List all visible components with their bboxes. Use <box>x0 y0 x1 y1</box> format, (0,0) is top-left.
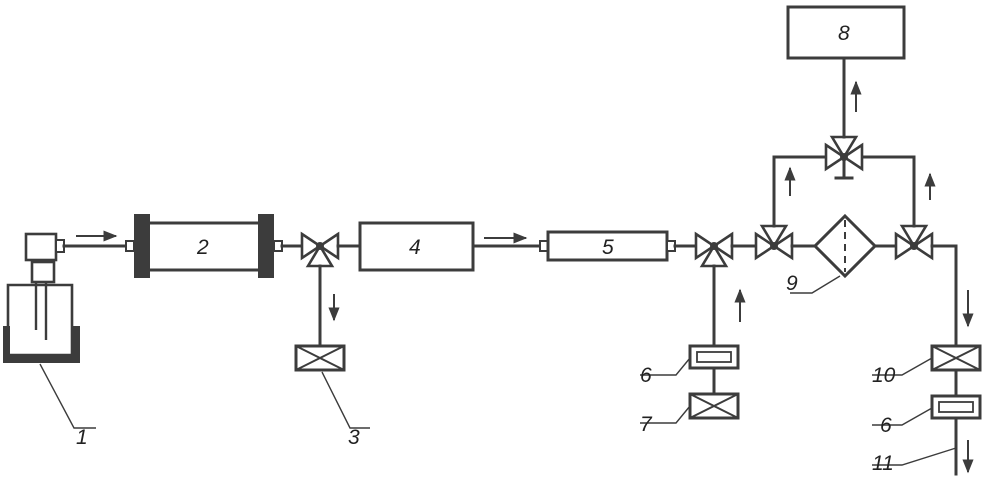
label-5: 5 <box>602 236 614 259</box>
unit-6-meter-left <box>688 344 740 370</box>
label-1: 1 <box>76 426 88 449</box>
three-way-valve-d <box>894 224 934 261</box>
leader-lines <box>39 275 957 466</box>
unit-2-vessel <box>134 214 274 278</box>
label-3: 3 <box>348 426 360 449</box>
three-way-valve-c <box>754 224 794 261</box>
label-2: 2 <box>196 236 209 259</box>
label-6-right: 6 <box>880 414 892 437</box>
unit-9-filter <box>812 213 878 279</box>
three-way-valve-a <box>300 231 340 268</box>
unit-5-column <box>546 230 669 262</box>
label-9: 9 <box>786 272 798 295</box>
three-way-valve-b <box>694 231 734 268</box>
label-7: 7 <box>640 413 653 436</box>
three-way-valve-e <box>824 135 864 180</box>
unit-6-meter-right <box>930 394 982 420</box>
unit-7-filter <box>688 392 740 420</box>
label-4: 4 <box>409 236 421 259</box>
label-10: 10 <box>872 364 896 387</box>
unit-8-box <box>786 5 906 60</box>
label-11: 11 <box>872 452 894 475</box>
unit-3-filter <box>294 344 346 372</box>
unit-4-box <box>358 221 475 272</box>
unit-1-source <box>3 232 80 363</box>
unit-10-filter <box>930 344 982 372</box>
label-8: 8 <box>838 22 850 45</box>
label-6-left: 6 <box>640 364 652 387</box>
